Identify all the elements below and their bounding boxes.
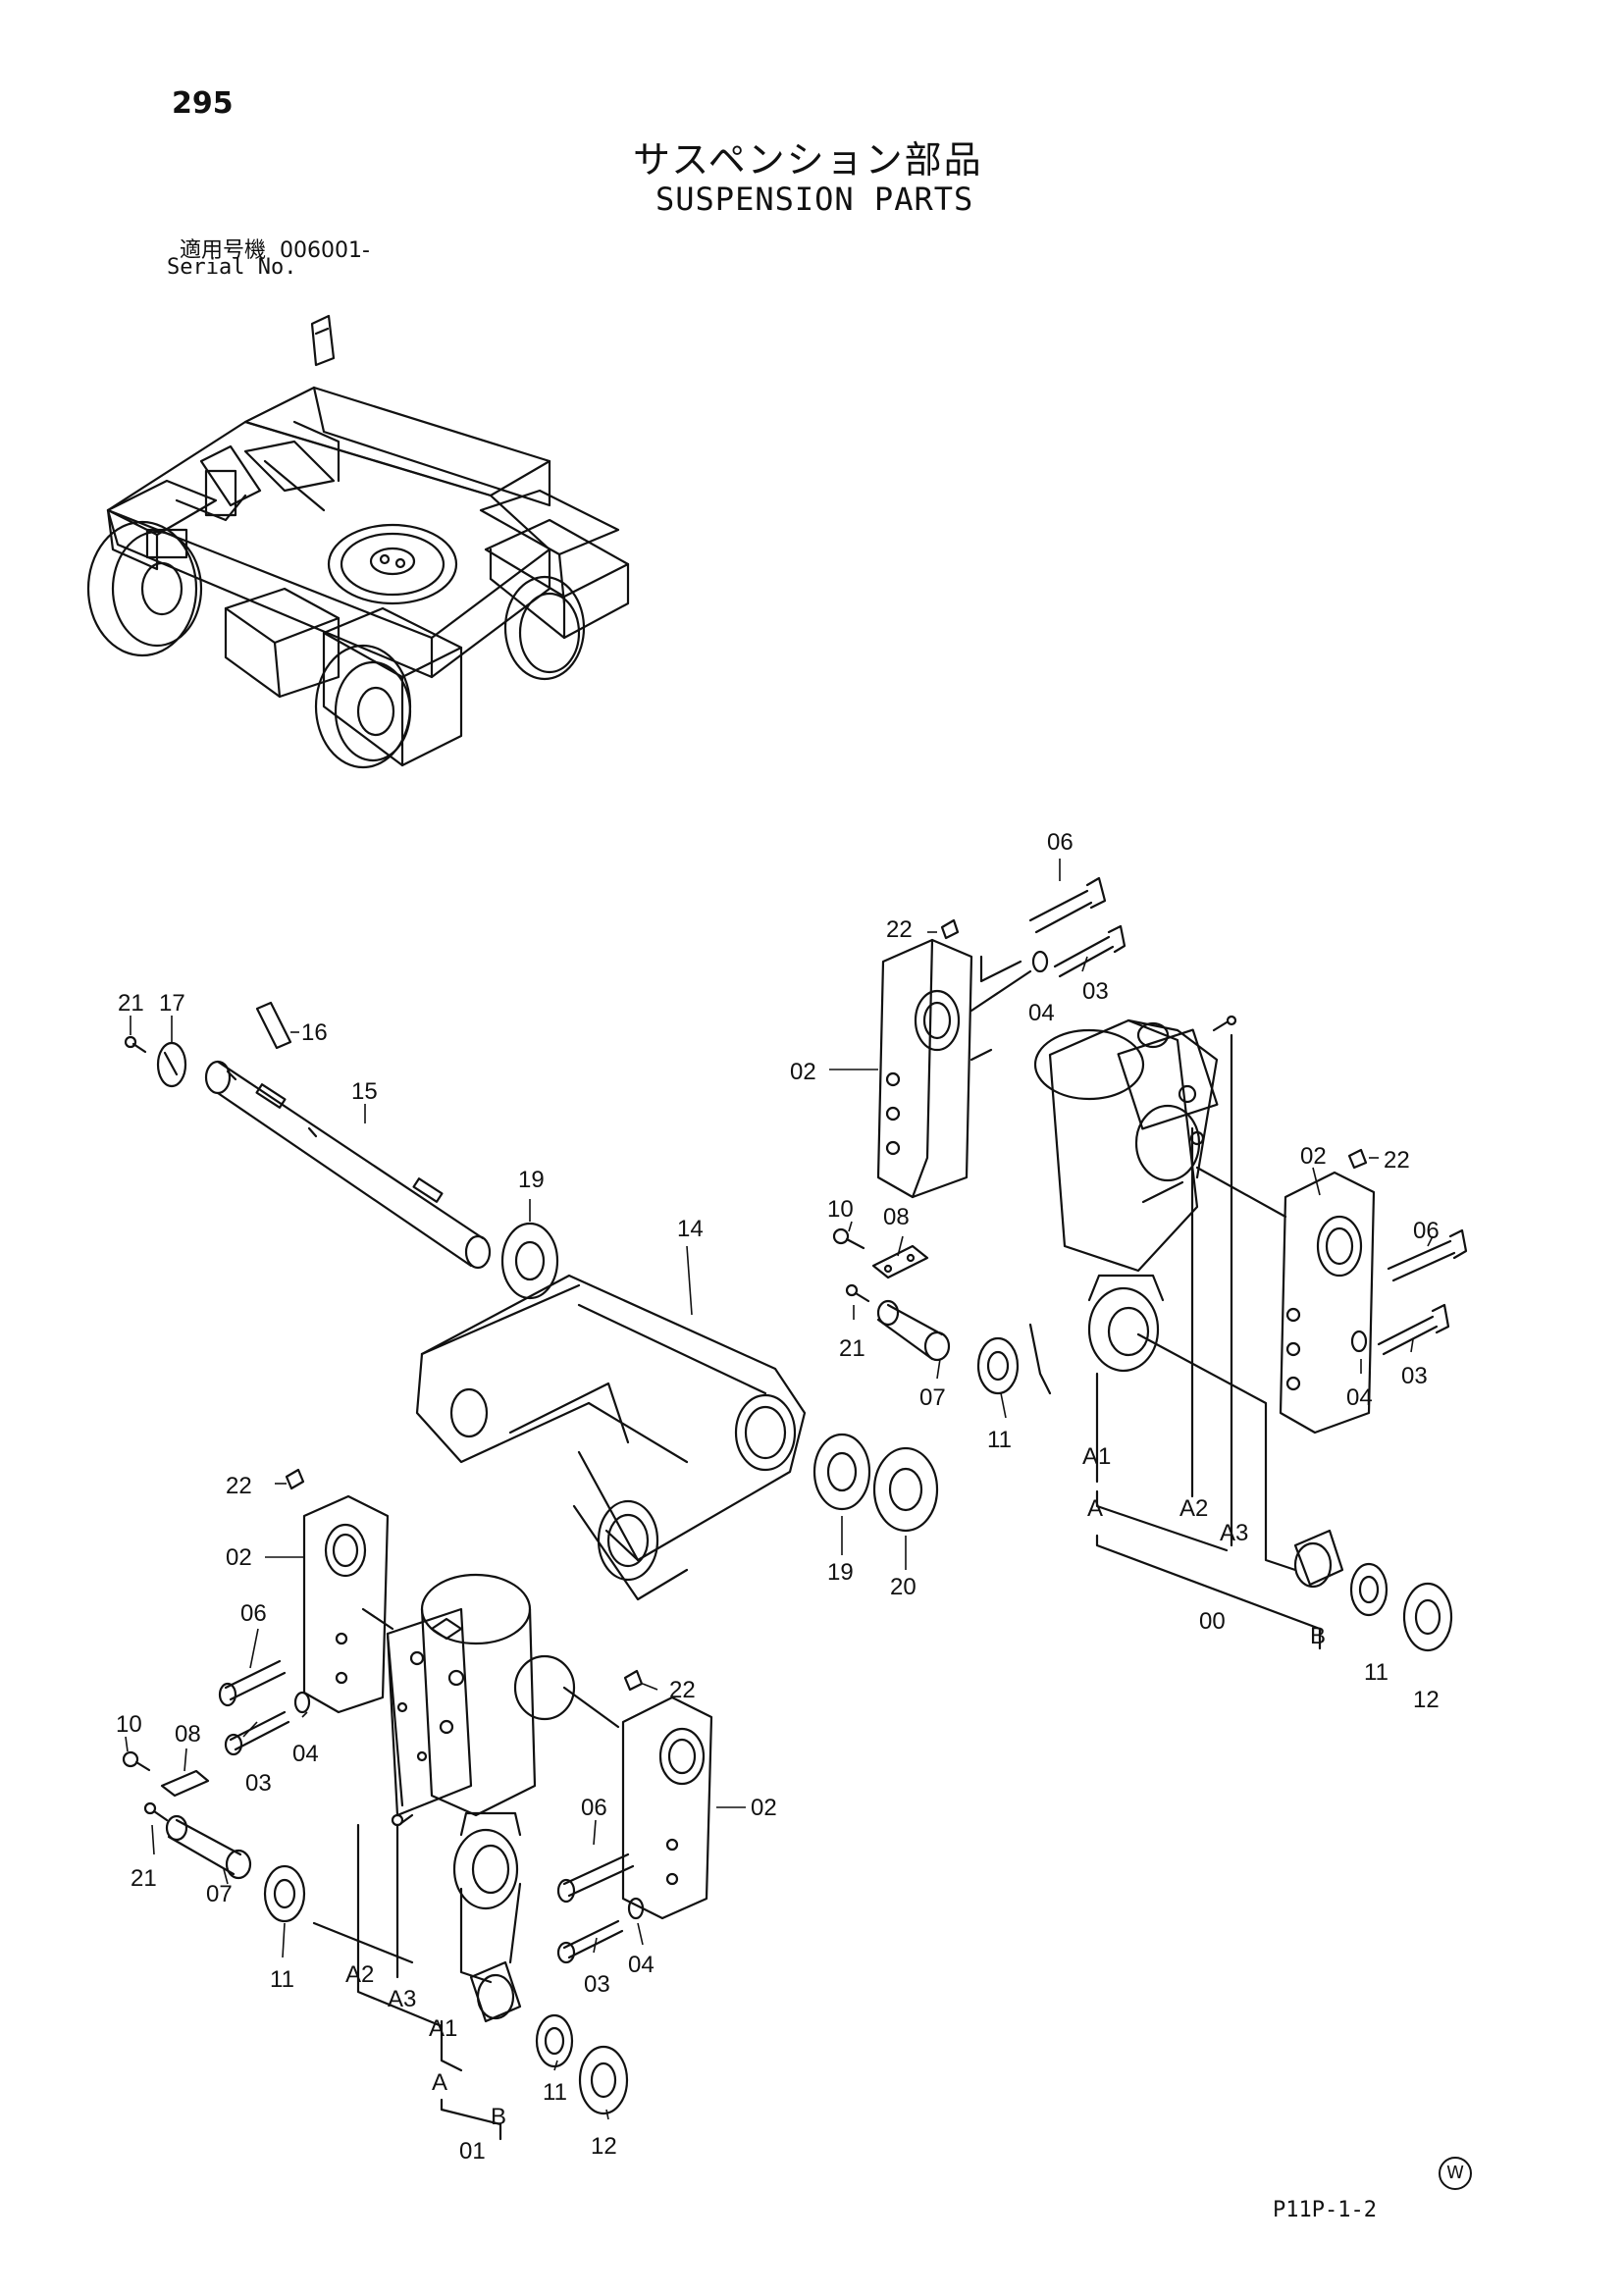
callout-15: 15 — [351, 1078, 378, 1105]
diagram-reference-code: P11P-1-2 — [1273, 2198, 1377, 2222]
callout-11-upper: 11 — [987, 1427, 1012, 1453]
callout-labels: 06 22 03 04 02 02 22 06 10 08 21 07 11 0… — [116, 829, 1440, 2165]
callout-12-lower: 12 — [591, 2133, 617, 2160]
callout-04-right: 04 — [1346, 1384, 1373, 1411]
callout-07-upper: 07 — [919, 1384, 946, 1411]
serial-label-english: Serial No. — [167, 255, 297, 280]
shaft-assembly — [124, 1001, 559, 1300]
callout-A2-lower: A2 — [345, 1961, 374, 1988]
callout-B-lower: B — [491, 2104, 506, 2130]
callout-22-top: 22 — [886, 916, 913, 943]
callout-22-lower-right: 22 — [669, 1677, 696, 1703]
serial-value: 006001- — [280, 238, 370, 263]
callout-02-upper: 02 — [790, 1059, 816, 1085]
callout-B-upper: B — [1310, 1623, 1326, 1649]
callout-08-lower: 08 — [175, 1721, 201, 1748]
callout-19-upper: 19 — [518, 1167, 545, 1193]
callout-08-upper: 08 — [883, 1204, 910, 1230]
callout-12-right: 12 — [1413, 1687, 1440, 1713]
callout-00: 00 — [1199, 1608, 1226, 1635]
callout-04-lower-left: 04 — [292, 1741, 319, 1767]
page-title-japanese: サスペンション部品 — [633, 138, 983, 182]
callout-19-lower: 19 — [827, 1559, 854, 1586]
equalizer-frame — [415, 1274, 939, 1601]
page-number: 295 — [172, 86, 234, 121]
callout-06-lower-right: 06 — [581, 1795, 607, 1821]
callout-03-top: 03 — [1082, 978, 1109, 1005]
callout-11-right: 11 — [1364, 1659, 1388, 1686]
callout-20: 20 — [890, 1574, 917, 1600]
callout-04-top: 04 — [1028, 1000, 1055, 1026]
callout-07-lower: 07 — [206, 1881, 233, 1907]
copyright-mark-icon: W — [1439, 2157, 1472, 2190]
callout-02-lower-right: 02 — [751, 1795, 777, 1821]
serial-label-jp-text: 適用号機 — [180, 238, 267, 263]
callout-17: 17 — [159, 990, 185, 1017]
callout-A3-lower: A3 — [388, 1986, 416, 2012]
callout-06-top: 06 — [1047, 829, 1074, 856]
callout-03-lower-right: 03 — [584, 1971, 610, 1998]
callout-03-right: 03 — [1401, 1363, 1428, 1389]
page-title-english: SUSPENSION PARTS — [655, 181, 974, 218]
callout-22-right: 22 — [1384, 1147, 1410, 1174]
callout-A-lower: A — [432, 2069, 447, 2096]
callout-06-right: 06 — [1413, 1218, 1440, 1244]
callout-04-lower-right: 04 — [628, 1952, 655, 1978]
callout-21-lower: 21 — [131, 1865, 157, 1892]
upper-right-cylinder-assembly — [832, 876, 1468, 1652]
callout-10-lower: 10 — [116, 1711, 142, 1738]
callout-14: 14 — [677, 1216, 704, 1242]
serial-label-japanese: 適用号機 006001- — [180, 233, 370, 264]
callout-11-lower: 11 — [543, 2079, 567, 2106]
callout-03-lower-left: 03 — [245, 1770, 272, 1797]
callout-06-lower-left: 06 — [240, 1600, 267, 1627]
callout-21-shaft: 21 — [118, 990, 144, 1017]
callout-10-upper: 10 — [827, 1196, 854, 1223]
callout-22-lower-left: 22 — [226, 1473, 252, 1499]
machine-overview-illustration — [86, 314, 630, 769]
callout-02-right: 02 — [1300, 1143, 1327, 1170]
lower-left-cylinder-assembly — [122, 1468, 713, 2141]
callout-A1-lower: A1 — [429, 2015, 457, 2042]
callout-11-lower-left: 11 — [270, 1966, 294, 1993]
callout-A-upper: A — [1087, 1495, 1103, 1522]
callout-A3-upper: A3 — [1220, 1520, 1248, 1546]
callout-A2-upper: A2 — [1179, 1495, 1208, 1522]
callout-01: 01 — [459, 2138, 486, 2165]
callout-02-lower-left: 02 — [226, 1544, 252, 1571]
callout-A1-upper: A1 — [1082, 1443, 1111, 1470]
callout-16: 16 — [301, 1019, 328, 1046]
callout-21-upper: 21 — [839, 1335, 865, 1362]
